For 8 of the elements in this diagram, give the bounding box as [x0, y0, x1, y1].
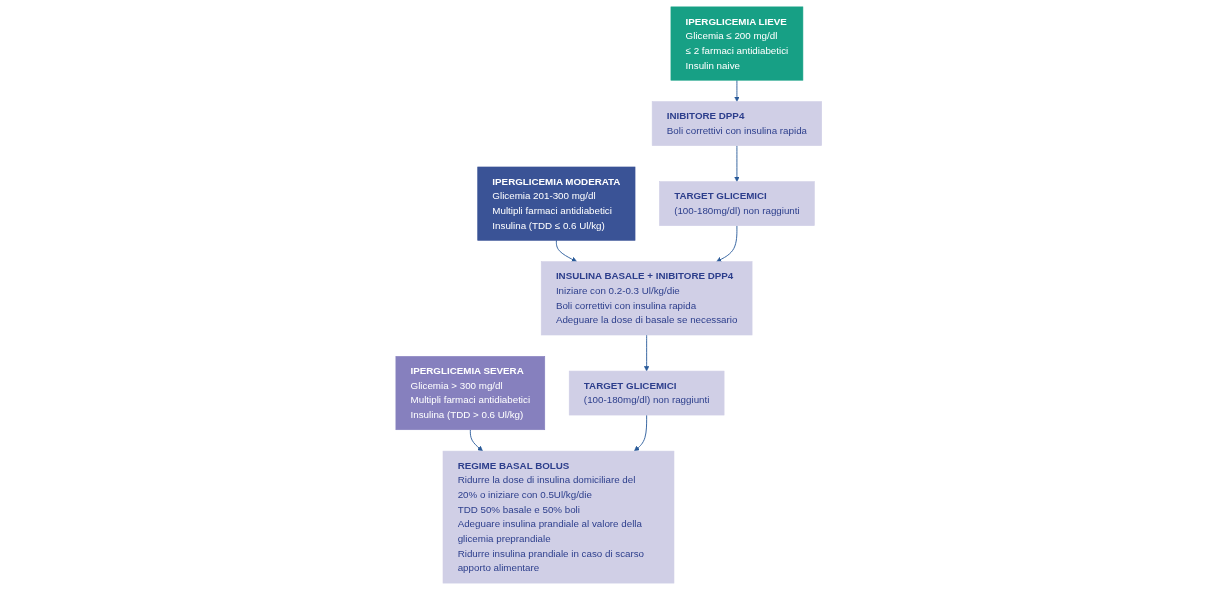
- node-box: REGIME BASAL BOLUS Ridurre la dose di insulina domiciliare del 20% o iniziare con 0.5Ul/kg/die TDD 50% basale e 50% boli Adeguare insulina prandiale al valore della glicemia preprandiale Ridurre insulina prandiale in caso di scarso apporto alimentare: [442, 450, 674, 584]
- node-box: TARGET GLICEMICI (100-180mg/dl) non raggiunti: [568, 370, 725, 416]
- node-box: INIBITORE DPP4 Boli correttivi con insulina rapida: [651, 101, 822, 146]
- node-box: IPERGLICEMIA LIEVE Glicemia ≤ 200 mg/dl ≤ 2 farmaci antidiabetici Insulin naive: [670, 6, 803, 81]
- node-box: IPERGLICEMIA MODERATA Glicemia 201-300 mg/dl Multipli farmaci antidiabetici Insulina (TDD ≤ 0.6 Ul/kg): [477, 166, 636, 241]
- node-box: INSULINA BASALE + INIBITORE DPP4 Iniziare con 0.2-0.3 Ul/kg/die Boli correttivi con insulina rapida Adeguare la dose di basale se necessario: [540, 261, 753, 336]
- node-box: IPERGLICEMIA SEVERA Glicemia > 300 mg/dl Multipli farmaci antidiabetici Insulina (TDD > 0.6 Ul/kg): [395, 356, 545, 431]
- node-box: TARGET GLICEMICI (100-180mg/dl) non raggiunti: [658, 181, 815, 226]
